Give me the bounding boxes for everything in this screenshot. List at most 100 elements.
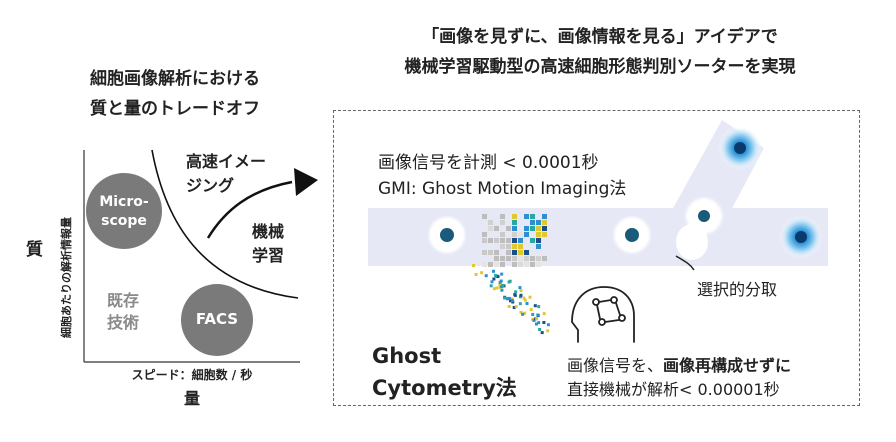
imaging-line1: 高速イメー (186, 152, 267, 171)
scatter-dot (510, 297, 514, 301)
ghost-cytometry-panel (333, 110, 860, 406)
ghost-pixel (482, 262, 487, 267)
scatter-dot (514, 290, 518, 294)
ghost-pixel (506, 256, 511, 261)
scatter-dot (480, 271, 484, 275)
scatter-dot (532, 318, 536, 322)
ghost-pixel (524, 232, 529, 237)
cell-sorted-core (698, 210, 710, 222)
ghost-pixel (506, 226, 511, 231)
ghost-pixel (506, 238, 511, 243)
legacy-line2: 技術 (107, 313, 140, 332)
ghost-pixel (488, 262, 493, 267)
scatter-dot (518, 302, 522, 306)
scatter-dot (474, 273, 478, 276)
signal-scatter (472, 264, 550, 335)
cell-glow-right-core (795, 231, 807, 243)
ml-line2: 学習 (252, 246, 285, 265)
scatter-dot (513, 293, 517, 297)
ghost-pixel (518, 262, 523, 267)
scatter-dot (508, 279, 512, 283)
scatter-dot (509, 299, 512, 303)
ghost-pixel (524, 226, 529, 231)
cell-3-core (625, 228, 639, 242)
microscope-label-line1: Micro- (99, 194, 149, 210)
scatter-dot (525, 302, 529, 305)
ghost-pixel (494, 226, 499, 231)
ghost-pixel (482, 250, 487, 255)
scatter-dot (492, 269, 495, 273)
scatter-dot (500, 272, 504, 276)
ghost-pixel (500, 244, 505, 249)
scatter-dot (496, 275, 500, 279)
high-speed-imaging-label: 高速イメー ジング (186, 150, 266, 198)
x-axis-label-main: 量 (183, 389, 200, 408)
ghost-pixel (512, 220, 517, 225)
ghost-pixel (536, 238, 541, 243)
scatter-dot (503, 296, 507, 300)
ghost-pixel (482, 214, 487, 219)
scatter-dot (537, 305, 541, 309)
scatter-dot (514, 305, 518, 309)
ghost-pixel (542, 220, 547, 225)
ghost-pixel (500, 262, 505, 267)
ghost-pixel (494, 262, 499, 267)
arrow-head (294, 168, 318, 196)
scatter-dot (495, 286, 499, 290)
ghost-pixel (488, 220, 493, 225)
scatter-dot (523, 311, 527, 315)
ghost-pixel (506, 244, 511, 249)
left-title-line1: 細胞画像解析における (90, 69, 260, 89)
scatter-dot (546, 329, 550, 333)
scatter-dot (528, 295, 532, 299)
scatter-dot (540, 331, 544, 335)
scatter-dot (500, 288, 504, 292)
right-title-line2: 機械学習駆動型の高速細胞形態判別ソーターを実現 (404, 57, 796, 77)
tradeoff-curve (151, 149, 299, 299)
ghost-pixel (518, 250, 523, 255)
ghost-pixel (542, 256, 547, 261)
ghost-pixel (482, 232, 487, 237)
ghost-pixel (488, 250, 493, 255)
arrow-icon (206, 180, 293, 239)
ai-head-icon (571, 286, 635, 343)
scatter-dot (501, 283, 505, 287)
scatter-dot (510, 299, 514, 302)
ghost-pixel (542, 232, 547, 237)
scatter-dot (492, 277, 496, 281)
y-axis-label-main: 質 (26, 240, 43, 260)
ghost-cytometry-title-line1: Ghost (372, 344, 442, 368)
y-axis-label-sub: 細胞あたりの解析情報量 (60, 217, 73, 338)
ml-analysis-prefix: 画像信号を、 (567, 356, 664, 375)
ghost-pixel (524, 250, 529, 255)
ghost-pixel (518, 238, 523, 243)
ghost-pixel (530, 226, 535, 231)
sort-trace (675, 255, 695, 271)
ghost-pixel (500, 238, 505, 243)
ml-analysis-line1: 画像信号を、画像再構成せずに (567, 352, 791, 376)
scatter-dot (489, 284, 493, 288)
ghost-pixel (500, 232, 505, 237)
ghost-pixel (536, 256, 541, 261)
ghost-pixel (530, 262, 535, 267)
left-title-line2: 質と量のトレードオフ (90, 99, 260, 119)
ghost-pixel (512, 250, 517, 255)
ghost-pixel (530, 220, 535, 225)
scatter-dot (546, 323, 550, 327)
gmi-method-text: GMI: Ghost Motion Imaging法 (378, 179, 627, 199)
ghost-pixel (500, 220, 505, 225)
legacy-tech-label: 既存 技術 (107, 290, 139, 334)
ghost-cytometry-title-line2: Cytometry法 (372, 376, 517, 400)
scatter-dot (533, 304, 537, 308)
microscope-circle (86, 173, 162, 249)
ghost-pixel (518, 244, 523, 249)
scatter-dot (494, 273, 498, 277)
ml-analysis-bold: 画像再構成せずに (663, 356, 792, 375)
ml-line1: 機械 (252, 222, 285, 241)
machine-learning-label: 機械 学習 (252, 220, 284, 268)
imaging-line2: ジング (186, 176, 235, 195)
ghost-pixel (524, 262, 529, 267)
ghost-pixel (536, 232, 541, 237)
scatter-dot (534, 322, 538, 326)
legacy-line1: 既存 (107, 291, 140, 310)
